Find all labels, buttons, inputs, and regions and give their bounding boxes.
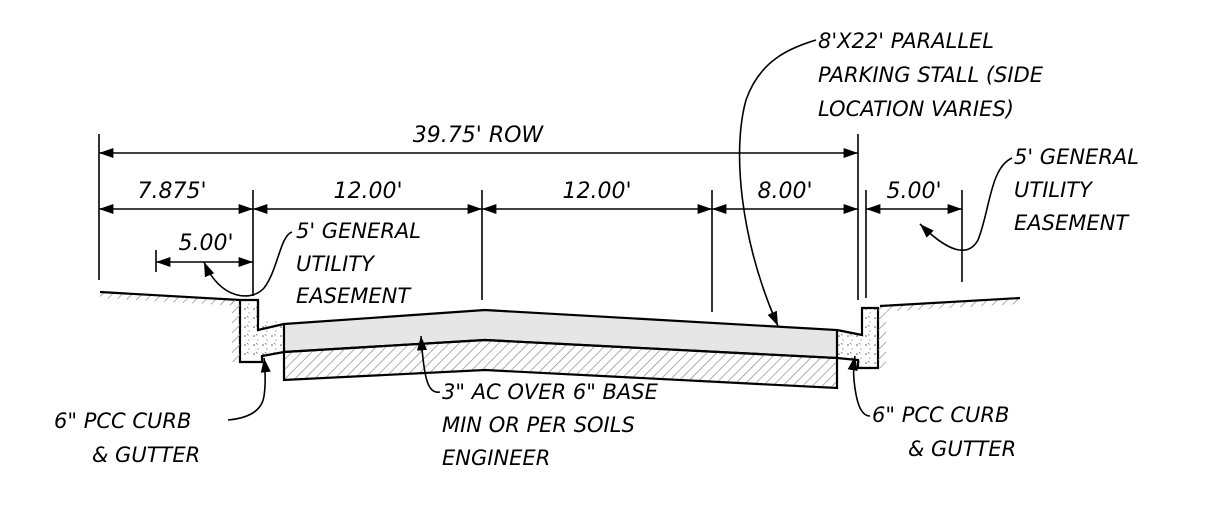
parking-stall-line-2: PARKING STALL (SIDE [818, 63, 1044, 87]
right-curb-gutter [836, 306, 886, 370]
leader-lines [203, 39, 1013, 421]
pavement-line-1: 3" AC OVER 6" BASE [442, 380, 659, 404]
left-easement-line-2: UTILITY [296, 252, 376, 276]
right-curb-leader [847, 355, 871, 417]
existing-ground-left [99, 290, 241, 306]
left-easement-leader [203, 231, 293, 297]
callout-left-easement: 5' GENERAL UTILITY EASEMENT [296, 219, 421, 308]
right-curb-line-1: 6" PCC CURB [872, 403, 1009, 427]
pavement-line-2: MIN OR PER SOILS [442, 413, 635, 437]
callout-left-curb: 6" PCC CURB & GUTTER [54, 409, 200, 467]
parking-stall-line-3: LOCATION VARIES) [818, 97, 1014, 121]
left-easement-line-3: EASEMENT [296, 284, 412, 308]
right-easement-line-2: UTILITY [1014, 178, 1094, 202]
segment-dimensions: 7.875' 12.00' 12.00' 8.00' 5.00' 5.00' [99, 179, 962, 268]
segment-4-label: 8.00' [757, 179, 812, 204]
left-curb-line-1: 6" PCC CURB [54, 409, 191, 433]
callout-right-easement: 5' GENERAL UTILITY EASEMENT [1014, 145, 1139, 235]
callout-parking-stall: 8'X22' PARALLEL PARKING STALL (SIDE LOCA… [818, 29, 1044, 121]
extension-lines [98, 134, 963, 312]
right-easement-leader [919, 157, 1013, 252]
pavement-leader [416, 335, 441, 393]
parking-stall-line-1: 8'X22' PARALLEL [818, 29, 994, 53]
left-curb-line-2: & GUTTER [92, 443, 200, 467]
right-curb-line-2: & GUTTER [908, 437, 1016, 461]
left-curb-gutter [232, 298, 285, 364]
left-easement-width-label: 5.00' [178, 231, 233, 256]
left-curb-leader [227, 357, 271, 421]
existing-ground-right [879, 296, 1021, 312]
segment-1-label: 7.875' [137, 179, 206, 204]
right-easement-line-1: 5' GENERAL [1014, 145, 1139, 169]
row-dimension: 39.75' ROW [99, 123, 858, 159]
callout-right-curb: 6" PCC CURB & GUTTER [872, 403, 1016, 461]
row-label: 39.75' ROW [413, 123, 545, 148]
segment-2-label: 12.00' [333, 179, 402, 204]
segment-3-label: 12.00' [562, 179, 631, 204]
left-easement-line-1: 5' GENERAL [296, 219, 421, 243]
callout-pavement-section: 3" AC OVER 6" BASE MIN OR PER SOILS ENGI… [442, 380, 659, 470]
right-easement-line-3: EASEMENT [1014, 211, 1130, 235]
segment-5-label: 5.00' [886, 179, 941, 204]
pavement-line-3: ENGINEER [442, 446, 550, 470]
parking-stall-leader [738, 39, 817, 327]
